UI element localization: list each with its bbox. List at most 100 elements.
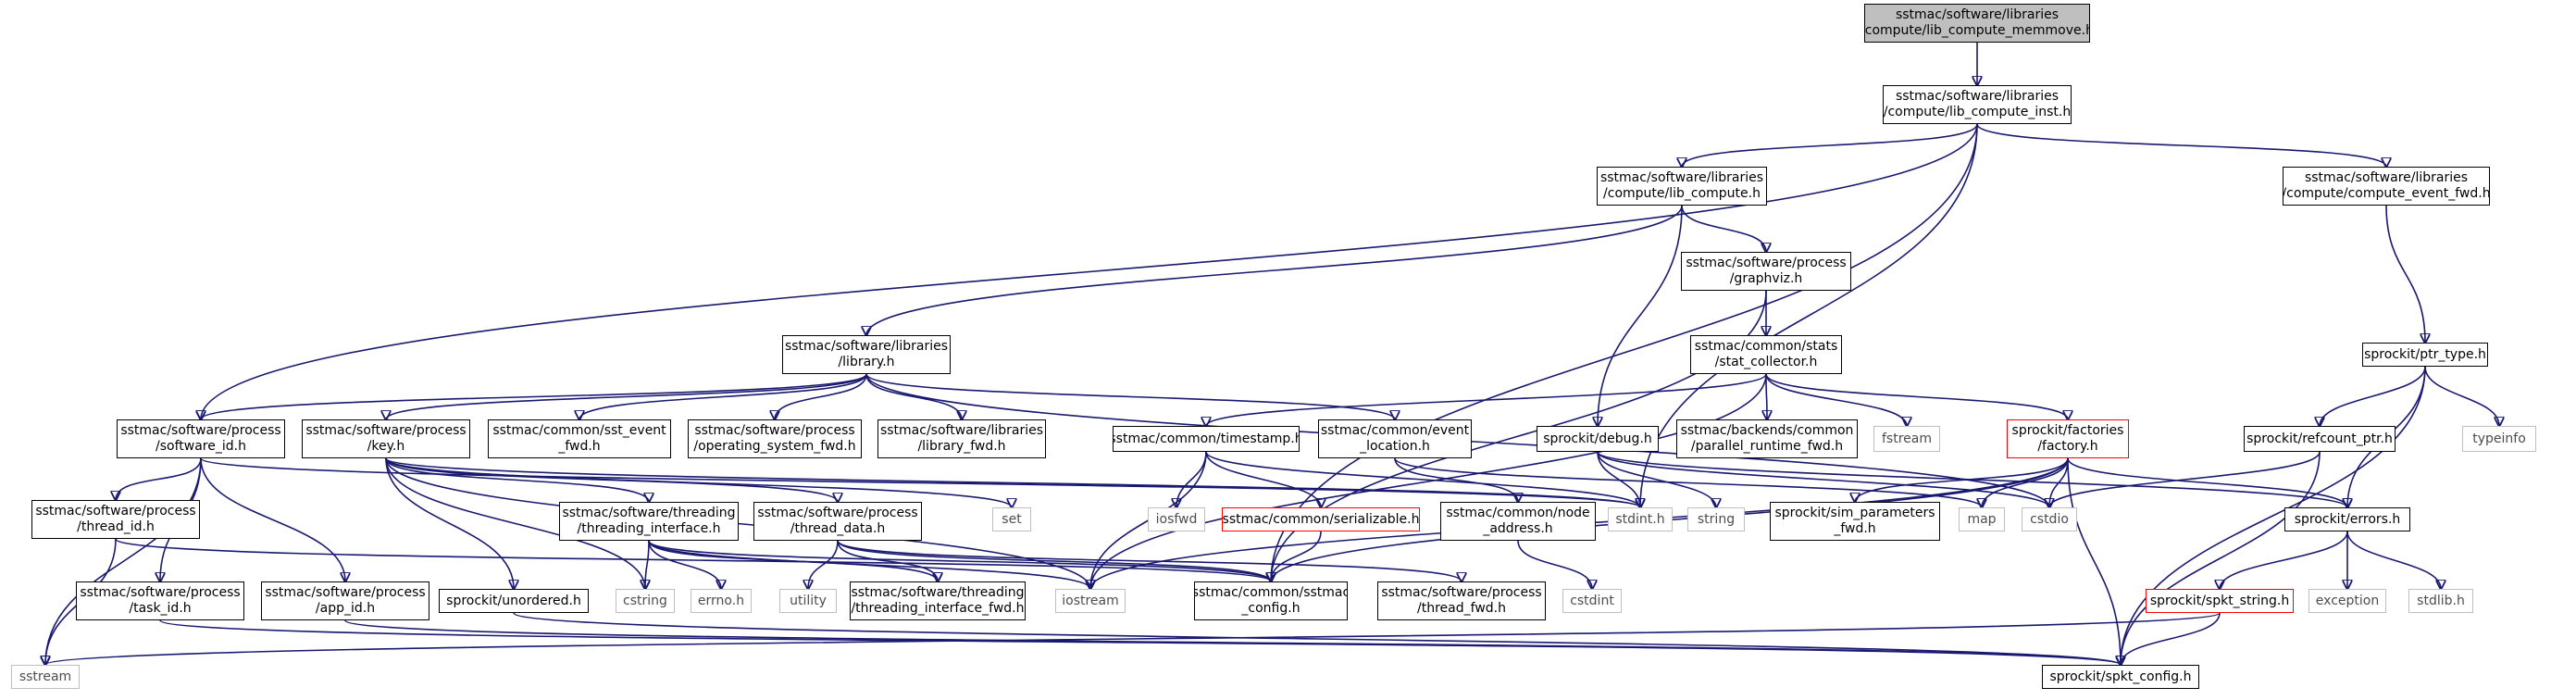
node-event-location[interactable]: sstmac/common/event _location.h	[1318, 419, 1472, 458]
node-operating-system-fwd[interactable]: sstmac/software/process /operating_syste…	[688, 419, 862, 458]
edge-n1-n28	[1640, 123, 1978, 507]
node-lib-compute-memmove[interactable]: sstmac/software/libraries /compute/lib_c…	[1864, 4, 2090, 43]
node-stat-collector[interactable]: sstmac/common/stats /stat_collector.h	[1690, 335, 1842, 374]
edge-n21-n42	[115, 538, 1271, 581]
edge-n18-n33	[2067, 457, 2347, 507]
edge-n19-n49	[2121, 451, 2321, 665]
edge-n23-n41	[648, 540, 938, 581]
edge-n13-n26	[1205, 451, 1321, 507]
edge-n8-n35	[200, 457, 345, 581]
node-stdint-h[interactable]: stdint.h	[1608, 507, 1673, 531]
edge-n8-n21	[116, 457, 202, 500]
node-node-address[interactable]: sstmac/common/node _address.h	[1440, 502, 1596, 541]
edge-n7-n49	[2121, 366, 2426, 665]
node-iostream[interactable]: iostream	[1055, 589, 1126, 613]
node-debug[interactable]: sprockit/debug.h	[1537, 426, 1659, 452]
node-string[interactable]: string	[1687, 507, 1745, 531]
edge-n24-n41	[837, 540, 938, 581]
edge-n5-n14	[865, 373, 1395, 419]
node-serializable[interactable]: sstmac/common/serializable.h	[1222, 507, 1420, 531]
edge-n27-n44	[1517, 540, 1592, 589]
node-sstream[interactable]: sstream	[11, 665, 80, 689]
node-errno-h[interactable]: errno.h	[691, 589, 752, 613]
node-cstring[interactable]: cstring	[616, 589, 675, 613]
node-task-id[interactable]: sstmac/software/process /task_id.h	[76, 581, 244, 620]
node-lib-compute[interactable]: sstmac/software/libraries /compute/lib_c…	[1597, 167, 1767, 206]
edge-n1-n8	[201, 123, 1978, 419]
node-thread-data[interactable]: sstmac/software/process /thread_data.h	[753, 502, 922, 541]
edge-n5-n10	[579, 373, 867, 419]
node-parallel-runtime-fwd[interactable]: sstmac/backends/common /parallel_runtime…	[1676, 419, 1858, 458]
edge-n2-n4	[1681, 205, 1766, 252]
edge-n6-n16	[1766, 373, 1767, 419]
node-timestamp[interactable]: sstmac/common/timestamp.h	[1113, 426, 1300, 452]
node-utility[interactable]: utility	[779, 589, 837, 613]
edge-n33-n47	[2220, 531, 2348, 589]
edge-n6-n13	[1206, 373, 1767, 426]
node-software-id[interactable]: sstmac/software/process /software_id.h	[117, 419, 285, 458]
edge-n3-n7	[2385, 205, 2425, 343]
node-set[interactable]: set	[992, 507, 1031, 531]
node-factory[interactable]: sprockit/factories /factory.h	[2007, 419, 2129, 458]
edge-n5-n12	[865, 373, 962, 419]
node-spkt-config[interactable]: sprockit/spkt_config.h	[2042, 665, 2199, 689]
edge-n1-n3	[1976, 123, 2386, 167]
node-iosfwd[interactable]: iosfwd	[1148, 507, 1205, 531]
edge-n6-n17	[1765, 373, 1907, 426]
edge-n35-n49	[344, 619, 2121, 665]
node-threading-interface[interactable]: sstmac/software/threading /threading_int…	[559, 502, 739, 541]
node-errors[interactable]: sprockit/errors.h	[2284, 507, 2410, 531]
node-refcount-ptr[interactable]: sprockit/refcount_ptr.h	[2244, 426, 2396, 452]
node-library[interactable]: sstmac/software/libraries /library.h	[782, 335, 951, 374]
node-cstdint[interactable]: cstdint	[1562, 589, 1622, 613]
edge-n2-n5	[866, 205, 1683, 335]
edge-n5-n8	[201, 373, 867, 419]
edge-n18-n30	[1855, 457, 2069, 502]
node-library-fwd[interactable]: sstmac/software/libraries /library_fwd.h	[877, 419, 1046, 458]
node-ptr-type[interactable]: sprockit/ptr_type.h	[2362, 343, 2488, 367]
edge-n19-n32	[2049, 451, 2321, 507]
node-cstdio[interactable]: cstdio	[2022, 507, 2077, 531]
edge-n14-n27	[1394, 457, 1518, 502]
edge-n8-n48	[45, 457, 202, 665]
node-thread-id[interactable]: sstmac/software/process /thread_id.h	[31, 500, 200, 539]
node-sim-parameters-fwd[interactable]: sprockit/sim_parameters _fwd.h	[1770, 502, 1940, 541]
edge-n14-n31	[1394, 457, 1982, 507]
edge-n18-n49	[2067, 457, 2121, 665]
edge-n24-n42	[837, 540, 1271, 581]
edge-n9-n36	[385, 457, 514, 589]
node-app-id[interactable]: sstmac/software/process /app_id.h	[261, 581, 429, 620]
node-compute-event-fwd[interactable]: sstmac/software/libraries /compute/compu…	[2283, 167, 2490, 206]
edge-n15-n28	[1597, 451, 1640, 507]
node-exception[interactable]: exception	[2308, 589, 2386, 613]
edge-n36-n49	[513, 612, 2121, 665]
node-unordered[interactable]: sprockit/unordered.h	[439, 589, 589, 613]
edge-n18-n31	[1982, 457, 2069, 507]
edge-n5-n9	[386, 373, 867, 419]
edge-n15-n29	[1597, 451, 1716, 507]
node-threading-interface-fwd[interactable]: sstmac/software/threading /threading_int…	[850, 581, 1026, 620]
edge-n23-n38	[648, 540, 721, 589]
edge-n15-n32	[1597, 451, 2049, 507]
edge-n24-n40	[808, 540, 839, 589]
edge-n5-n11	[775, 373, 867, 419]
node-map[interactable]: map	[1959, 507, 2005, 531]
node-stdlib-h[interactable]: stdlib.h	[2408, 589, 2473, 613]
edge-n47-n49	[2121, 612, 2221, 665]
node-lib-compute-inst[interactable]: sstmac/software/libraries /compute/lib_c…	[1883, 85, 2072, 124]
edge-n1-n42	[1271, 123, 1978, 581]
node-spkt-string[interactable]: sprockit/spkt_string.h	[2146, 589, 2294, 613]
edge-n47-n48	[45, 612, 2221, 665]
edge-n9-n37	[385, 457, 645, 589]
node-sst-event-fwd[interactable]: sstmac/common/sst_event _fwd.h	[488, 419, 671, 458]
edge-n6-n18	[1765, 373, 2068, 419]
node-key[interactable]: sstmac/software/process /key.h	[302, 419, 470, 458]
edge-n1-n2	[1682, 123, 1978, 167]
node-graphviz[interactable]: sstmac/software/process /graphviz.h	[1681, 252, 1851, 291]
node-fstream[interactable]: fstream	[1873, 426, 1940, 452]
node-typeinfo[interactable]: typeinfo	[2462, 426, 2536, 452]
edge-n23-n37	[645, 540, 649, 589]
node-sstmac-config[interactable]: sstmac/common/sstmac _config.h	[1194, 581, 1348, 620]
node-thread-fwd[interactable]: sstmac/software/process /thread_fwd.h	[1377, 581, 1546, 620]
